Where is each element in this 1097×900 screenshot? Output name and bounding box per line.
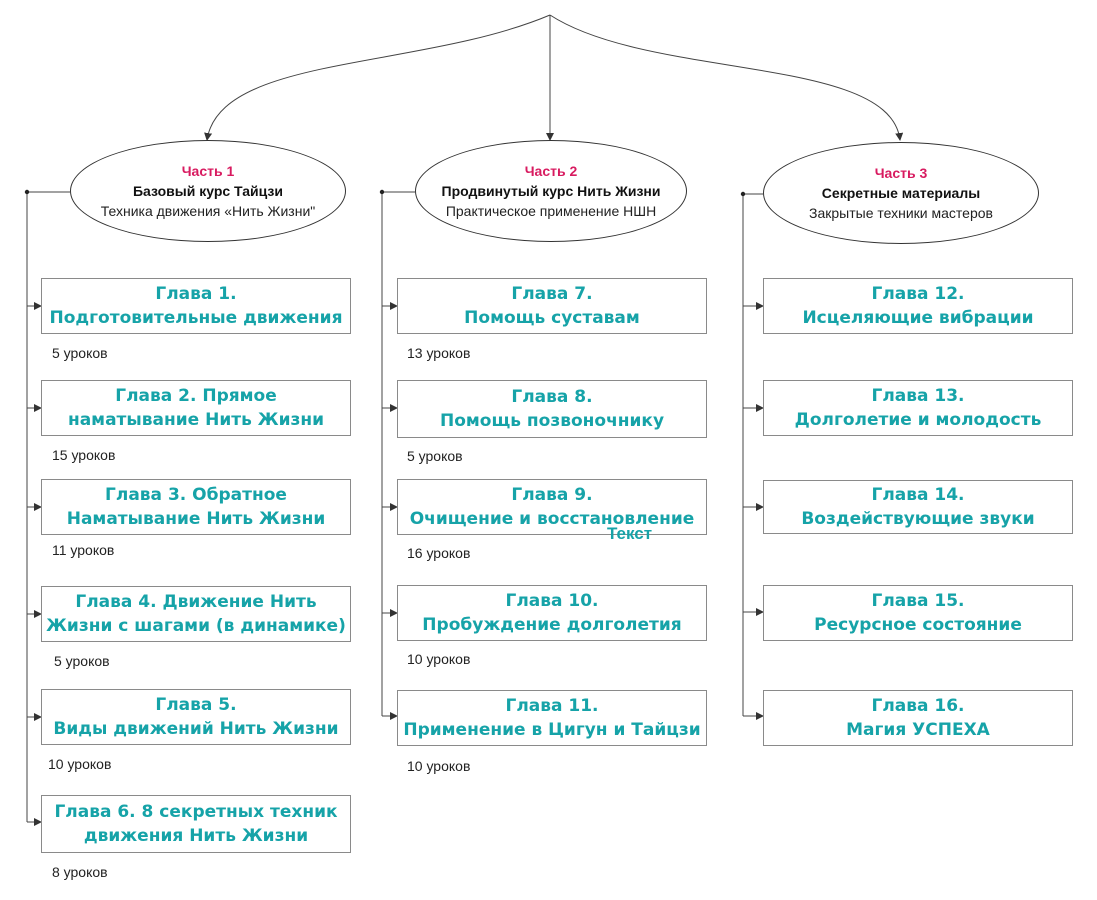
chapter-16-heading: Глава 16.	[871, 696, 965, 716]
chapter-5-title: Виды движений Нить Жизни	[53, 719, 339, 739]
part-3-ellipse: Часть 3 Секретные материалы Закрытые тех…	[763, 142, 1039, 244]
chapter-7-heading: Глава 7.	[511, 284, 593, 304]
chapter-box-1: Глава 1. Подготовительные движения	[41, 278, 351, 334]
chapter-11-lessons: 10 уроков	[407, 758, 471, 774]
chapter-6-heading: Глава 6. 8 секретных техник	[54, 802, 338, 822]
part-2-title: Продвинутый курс Нить Жизни	[441, 182, 661, 199]
junction-dot-2	[379, 189, 385, 195]
chapter-2-lessons: 15 уроков	[52, 447, 116, 463]
chapter-6-title: движения Нить Жизни	[83, 826, 309, 846]
part-1-number: Часть 1	[181, 162, 235, 179]
chapter-4-lessons: 5 уроков	[54, 653, 110, 669]
part3-trunk	[742, 193, 763, 716]
chapter-8-heading: Глава 8.	[511, 387, 593, 407]
chapter-10-lessons: 10 уроков	[407, 651, 471, 667]
part-1-ellipse: Часть 1 Базовый курс Тайцзи Техника движ…	[70, 140, 346, 242]
chapter-box-12: Глава 12. Исцеляющие вибрации	[763, 278, 1073, 334]
chapter-box-3: Глава 3. Обратное Наматывание Нить Жизни	[41, 479, 351, 535]
chapter-13-title: Долголетие и молодость	[794, 410, 1042, 430]
root-to-part3-curve	[549, 14, 904, 141]
chapter-10-title: Пробуждение долголетия	[422, 615, 682, 635]
chapter-15-title: Ресурсное состояние	[814, 615, 1022, 635]
chapter-8-title: Помощь позвоночнику	[439, 411, 665, 431]
chapter-4-title: Жизни с шагами (в динамике)	[46, 616, 346, 636]
part-3-subtitle: Закрытые техники мастеров	[809, 204, 993, 221]
part-2-subtitle: Практическое применение НШН	[445, 202, 657, 219]
junction-dot-1	[24, 189, 30, 195]
chapter-1-title: Подготовительные движения	[49, 308, 343, 328]
chapter-11-heading: Глава 11.	[505, 696, 599, 716]
chapter-box-6: Глава 6. 8 секретных техник движения Нит…	[41, 795, 351, 853]
chapter-8-lessons: 5 уроков	[407, 448, 463, 464]
chapter-14-title: Воздействующие звуки	[801, 509, 1035, 529]
chapter-12-heading: Глава 12.	[871, 284, 965, 304]
chapter-11-title: Применение в Цигун и Тайцзи	[403, 720, 701, 740]
chapter-13-heading: Глава 13.	[871, 386, 965, 406]
chapter-2-heading: Глава 2. Прямое	[115, 386, 277, 406]
junction-dot-3	[740, 191, 746, 197]
part-3-title: Секретные материалы	[821, 184, 981, 201]
chapter-12-title: Исцеляющие вибрации	[802, 308, 1034, 328]
chapter-box-13: Глава 13. Долголетие и молодость	[763, 380, 1073, 436]
chapter-box-11: Глава 11. Применение в Цигун и Тайцзи	[397, 690, 707, 746]
chapter-14-heading: Глава 14.	[871, 485, 965, 505]
chapter-2-title: наматывание Нить Жизни	[67, 410, 325, 430]
chapter-box-8: Глава 8. Помощь позвоночнику	[397, 380, 707, 438]
chapter-4-heading: Глава 4. Движение Нить	[75, 592, 317, 612]
chapter-box-14: Глава 14. Воздействующие звуки	[763, 480, 1073, 534]
chapter-box-10: Глава 10. Пробуждение долголетия	[397, 585, 707, 641]
chapter-5-heading: Глава 5.	[155, 695, 237, 715]
chapter-7-title: Помощь суставам	[464, 308, 640, 328]
part-2-ellipse: Часть 2 Продвинутый курс Нить Жизни Прак…	[415, 140, 687, 242]
chapter-box-9: Глава 9. Очищение и восстановление	[397, 479, 707, 535]
chapter-box-15: Глава 15. Ресурсное состояние	[763, 585, 1073, 641]
chapter-box-4: Глава 4. Движение Нить Жизни с шагами (в…	[41, 586, 351, 642]
chapter-box-2: Глава 2. Прямое наматывание Нить Жизни	[41, 380, 351, 436]
chapter-5-lessons: 10 уроков	[48, 756, 112, 772]
chapter-9-lessons: 16 уроков	[407, 545, 471, 561]
chapter-10-heading: Глава 10.	[505, 591, 599, 611]
part-1-title: Базовый курс Тайцзи	[132, 182, 283, 199]
chapter-box-7: Глава 7. Помощь суставам	[397, 278, 707, 334]
chapter-9-placeholder-text: Текст	[607, 524, 653, 543]
chapter-16-title: Магия УСПЕХА	[846, 720, 990, 740]
chapter-3-title: Наматывание Нить Жизни	[66, 509, 326, 529]
chapter-9-heading: Глава 9.	[511, 485, 593, 505]
chapter-7-lessons: 13 уроков	[407, 345, 471, 361]
chapter-box-5: Глава 5. Виды движений Нить Жизни	[41, 689, 351, 745]
chapter-15-heading: Глава 15.	[871, 591, 965, 611]
part-2-number: Часть 2	[524, 162, 578, 179]
chapter-9-title: Очищение и восстановление	[409, 509, 695, 529]
chapter-3-heading: Глава 3. Обратное	[105, 485, 287, 505]
chapter-box-16: Глава 16. Магия УСПЕХА	[763, 690, 1073, 746]
chapter-1-heading: Глава 1.	[155, 284, 237, 304]
chapter-3-lessons: 11 уроков	[52, 542, 115, 558]
part-1-subtitle: Техника движения «Нить Жизни"	[100, 202, 316, 219]
part-3-number: Часть 3	[874, 164, 928, 181]
chapter-1-lessons: 5 уроков	[52, 345, 108, 361]
root-to-part1-curve	[204, 14, 551, 141]
chapter-6-lessons: 8 уроков	[52, 864, 108, 880]
